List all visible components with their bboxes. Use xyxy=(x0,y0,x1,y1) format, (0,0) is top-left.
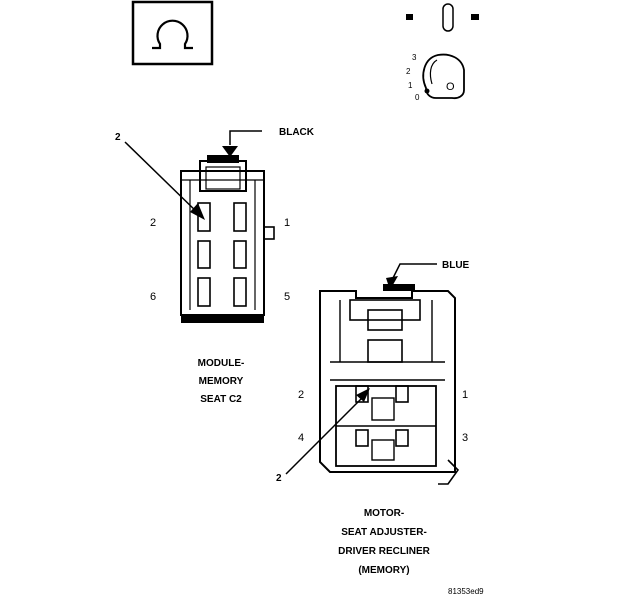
key-position-3: 3 xyxy=(412,53,417,62)
motor-pin-label-1: 1 xyxy=(462,389,468,401)
c2-cavity-1 xyxy=(233,202,247,232)
pointer-number-bottom: 2 xyxy=(276,473,282,484)
motor-title-line-3: DRIVER RECLINER xyxy=(338,546,430,557)
motor-cavity-3 xyxy=(395,429,409,447)
c2-cavity-3 xyxy=(233,240,247,269)
motor-cavity-1 xyxy=(395,385,409,403)
motor-cavity-4 xyxy=(355,429,369,447)
motor-title-line-2: SEAT ADJUSTER- xyxy=(341,527,427,538)
callout-blue: BLUE xyxy=(442,260,470,271)
key-position-1: 1 xyxy=(408,81,413,90)
ohmmeter-symbol xyxy=(131,0,214,66)
c2-title-line-1: MODULE- xyxy=(198,358,245,369)
key-position-0: 0 xyxy=(415,93,420,102)
ignition-key-icon xyxy=(406,3,479,100)
c2-title-line-2: MEMORY xyxy=(199,376,244,387)
arrowheads xyxy=(190,146,398,402)
motor-pin-label-3: 3 xyxy=(462,432,468,444)
c2-pin-label-6: 6 xyxy=(150,291,156,303)
c2-title-line-3: SEAT C2 xyxy=(200,394,242,405)
c2-pin-label-5: 5 xyxy=(284,291,290,303)
callout-black: BLACK xyxy=(279,127,315,138)
figure-reference-id: 81353ed9 xyxy=(448,587,484,596)
c2-cavity-5 xyxy=(233,277,247,307)
motor-title-line-1: MOTOR- xyxy=(364,508,404,519)
connector-c2-module-memory-seat xyxy=(180,155,275,323)
c2-cavity-6 xyxy=(197,277,211,307)
c2-cavity-4 xyxy=(197,240,211,269)
leader-lines xyxy=(124,130,437,475)
c2-pin-label-2: 2 xyxy=(150,217,156,229)
motor-pin-label-2: 2 xyxy=(298,389,304,401)
c2-pin-label-1: 1 xyxy=(284,217,290,229)
connector-motor-seat-adjuster xyxy=(319,284,460,485)
key-position-2: 2 xyxy=(406,67,411,76)
key-letter: O xyxy=(446,81,455,93)
motor-title-line-4: (MEMORY) xyxy=(358,565,409,576)
pointer-number-top: 2 xyxy=(115,132,121,143)
motor-cavity-2 xyxy=(355,385,369,403)
motor-pin-label-4: 4 xyxy=(298,432,304,444)
c2-cavity-2 xyxy=(197,202,211,232)
